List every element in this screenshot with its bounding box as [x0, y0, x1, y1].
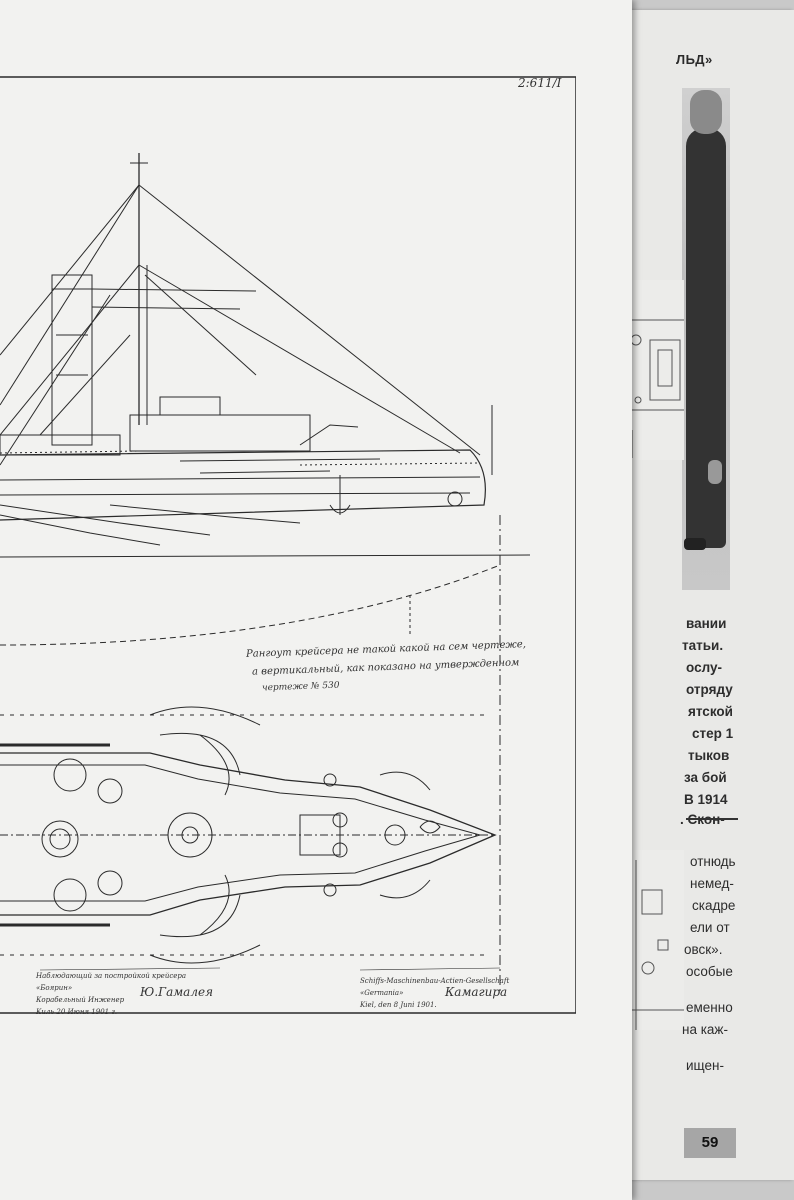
article-line: еменно — [686, 1000, 733, 1015]
ship-drawing — [0, 75, 576, 1015]
article-line: отряду — [686, 682, 733, 697]
article-line: ослу- — [686, 660, 722, 675]
sailor-photo — [682, 88, 730, 590]
signature-left: Ю.Гамалея — [140, 985, 214, 999]
article-line: за бой — [684, 770, 727, 785]
inset-drawing-bottom — [628, 850, 684, 1030]
article-line: ели от — [690, 920, 730, 935]
article-line: ищен- — [686, 1058, 724, 1073]
article-line: скадре — [692, 898, 736, 913]
article-line: немед- — [690, 876, 734, 891]
inset-drawing-top — [628, 280, 684, 460]
signature-right: Камагира — [445, 985, 508, 999]
article-line: татьи. — [682, 638, 724, 653]
running-header: ЛЬД» — [676, 52, 713, 67]
cruiser-plan-svg — [0, 76, 576, 1014]
article-line: вании — [686, 616, 727, 631]
archive-number: 2:611/I — [518, 76, 562, 90]
section-rule — [686, 818, 738, 820]
signature-left-caption: Наблюдающий за постройкой крейсера «Бояр… — [36, 972, 187, 1016]
page-number: 59 — [701, 1134, 719, 1151]
article-line: особые — [686, 964, 733, 979]
article-line: на каж- — [682, 1022, 728, 1037]
article-line: стер 1 — [692, 726, 734, 741]
article-line: отнюдь — [690, 854, 736, 869]
article-line: тыков — [688, 748, 730, 763]
article-line: ятской — [688, 704, 733, 719]
article-line: В 1914 — [684, 792, 728, 807]
drawing-page: 2:611/I Рангоут крейсера не такой какой … — [0, 0, 632, 1200]
page-number-box — [684, 1128, 736, 1158]
article-line: овск». — [684, 942, 723, 957]
signature-right-caption: Schiffs-Maschinenbau-Actien-Gesellschaft… — [360, 977, 510, 1009]
